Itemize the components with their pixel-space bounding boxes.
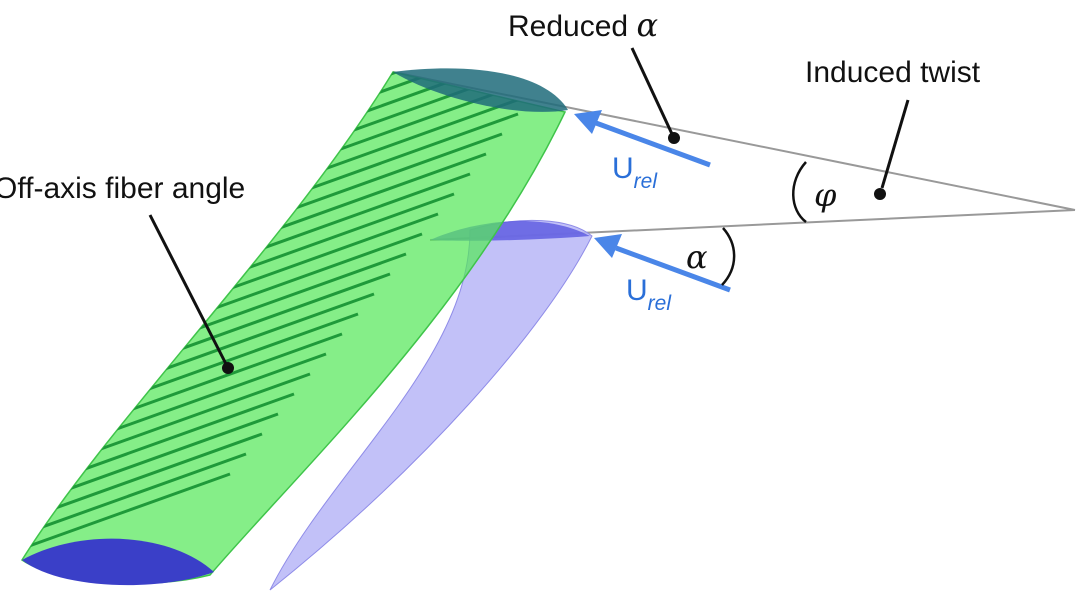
fiber-line: [213, 192, 455, 282]
untwisted-wing-surface: [269, 219, 593, 591]
phi-symbol: φ: [814, 176, 837, 214]
fiber-line: [101, 332, 343, 422]
fiber-line: [293, 92, 535, 182]
fiber-line: [85, 352, 327, 442]
fiber-line: [229, 172, 471, 262]
twisted-wing-tip: [393, 68, 568, 112]
fiber-lines: [22, 72, 565, 562]
induced-twist-dot: [874, 188, 886, 200]
lower-u-rel-label: Urel: [626, 274, 672, 315]
induced-twist-label: Induced twist: [805, 56, 981, 89]
upper-u-rel-label: Urel: [612, 152, 658, 193]
fiber-line: [117, 312, 359, 402]
fiber-line: [22, 432, 263, 522]
twisted-wing: [20, 68, 568, 586]
induced-twist-leader: [880, 99, 910, 189]
lower-flow-arrow: [594, 234, 731, 293]
alpha-symbol: α: [686, 238, 708, 276]
fiber-line: [245, 152, 487, 242]
fiber-angle-leader: [148, 214, 228, 365]
upper-flow-arrow: [574, 110, 711, 168]
reduced-alpha-leader: [630, 47, 674, 135]
fiber-line: [181, 232, 423, 322]
fiber-line: [149, 272, 391, 362]
fiber-line: [53, 392, 295, 482]
fiber-line: [277, 112, 519, 202]
fiber-line: [325, 72, 565, 142]
fiber-line: [261, 132, 503, 222]
reduced-alpha-label: Reduced α: [508, 6, 658, 44]
phi-angle-arc: [792, 161, 807, 223]
fiber-line: [22, 452, 247, 542]
off-axis-fiber-angle-label: Off-axis fiber angle: [0, 172, 245, 205]
fiber-line: [133, 292, 375, 382]
fiber-angle-dot: [222, 362, 234, 374]
reduced-alpha-dot: [668, 132, 680, 144]
alpha-angle-arc: [721, 227, 736, 286]
fiber-line: [357, 72, 565, 102]
wing-root-section: [22, 538, 214, 586]
fiber-line: [69, 372, 311, 462]
fiber-line: [197, 212, 439, 302]
fiber-line: [37, 412, 279, 502]
